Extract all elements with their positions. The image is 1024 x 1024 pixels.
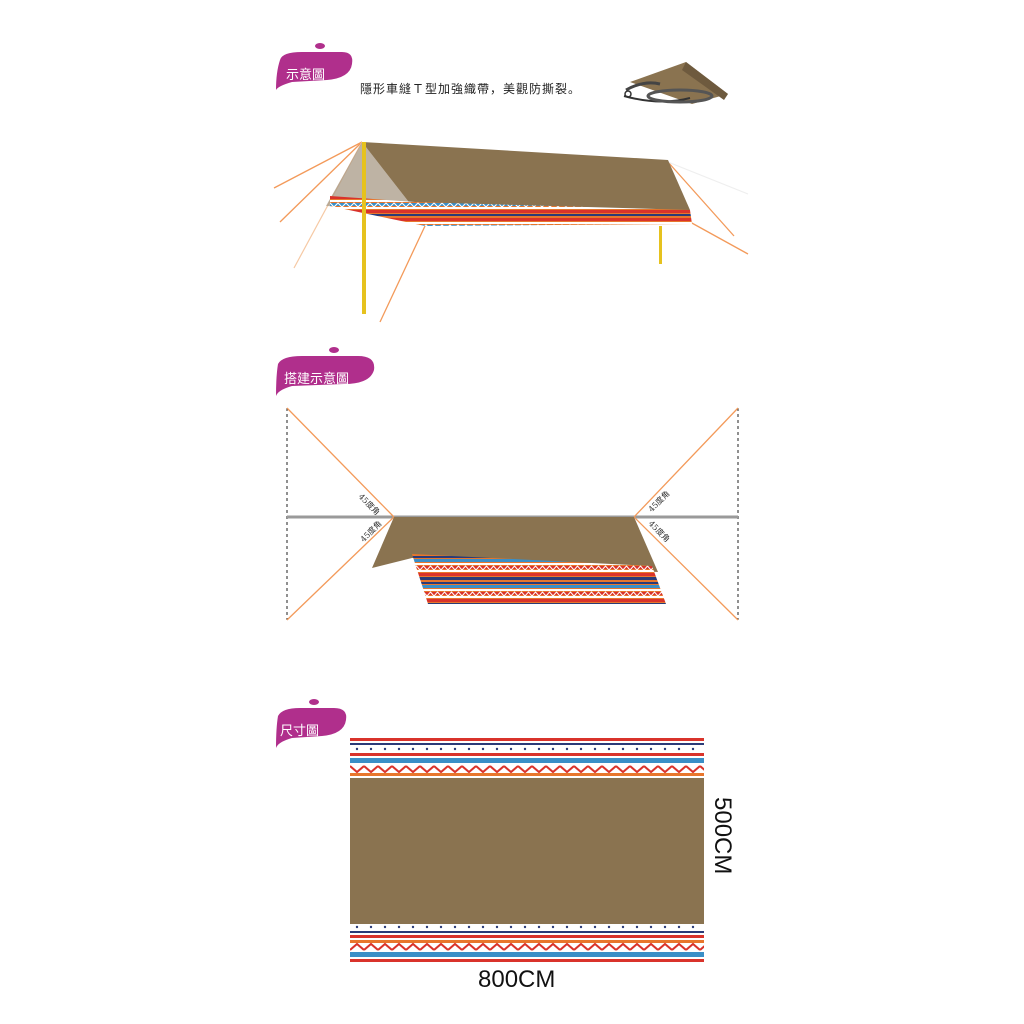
guyline bbox=[667, 161, 749, 195]
size-diagram bbox=[350, 738, 704, 964]
guyline bbox=[633, 516, 739, 621]
tarp-pattern-band-bottom bbox=[350, 924, 704, 964]
pole bbox=[362, 142, 366, 314]
guyline bbox=[279, 141, 363, 223]
section-badge-size: 尺寸圖 bbox=[272, 698, 382, 748]
tarp-roof bbox=[362, 142, 690, 210]
guyline bbox=[379, 225, 426, 323]
width-dimension-label: 800CM bbox=[478, 966, 556, 993]
guyline bbox=[633, 407, 739, 518]
pole bbox=[659, 226, 662, 264]
guyline bbox=[689, 221, 749, 255]
section-badge-label: 示意圖 bbox=[286, 68, 326, 83]
tarp-pattern-band-top bbox=[350, 738, 704, 778]
guyline bbox=[273, 141, 363, 189]
guyline bbox=[286, 516, 395, 621]
section-badge-label: 搭建示意圖 bbox=[284, 372, 350, 387]
tarp-perspective-illustration bbox=[273, 141, 749, 323]
section-badge-label: 尺寸圖 bbox=[280, 724, 320, 739]
tarp-pattern-band bbox=[330, 196, 692, 226]
webbing-detail-illustration bbox=[623, 62, 728, 104]
guyline bbox=[667, 161, 735, 237]
section-badge-setup: 搭建示意圖 bbox=[272, 346, 382, 396]
tarp-pattern-band bbox=[412, 554, 666, 604]
setup-diagram bbox=[286, 407, 739, 621]
guyline bbox=[286, 407, 395, 518]
section-badge-overview: 示意圖 bbox=[272, 42, 382, 90]
feature-caption: 隱形車縫Ｔ型加強織帶，美觀防撕裂。 bbox=[360, 82, 582, 96]
height-dimension-label: 500CM bbox=[709, 797, 736, 875]
